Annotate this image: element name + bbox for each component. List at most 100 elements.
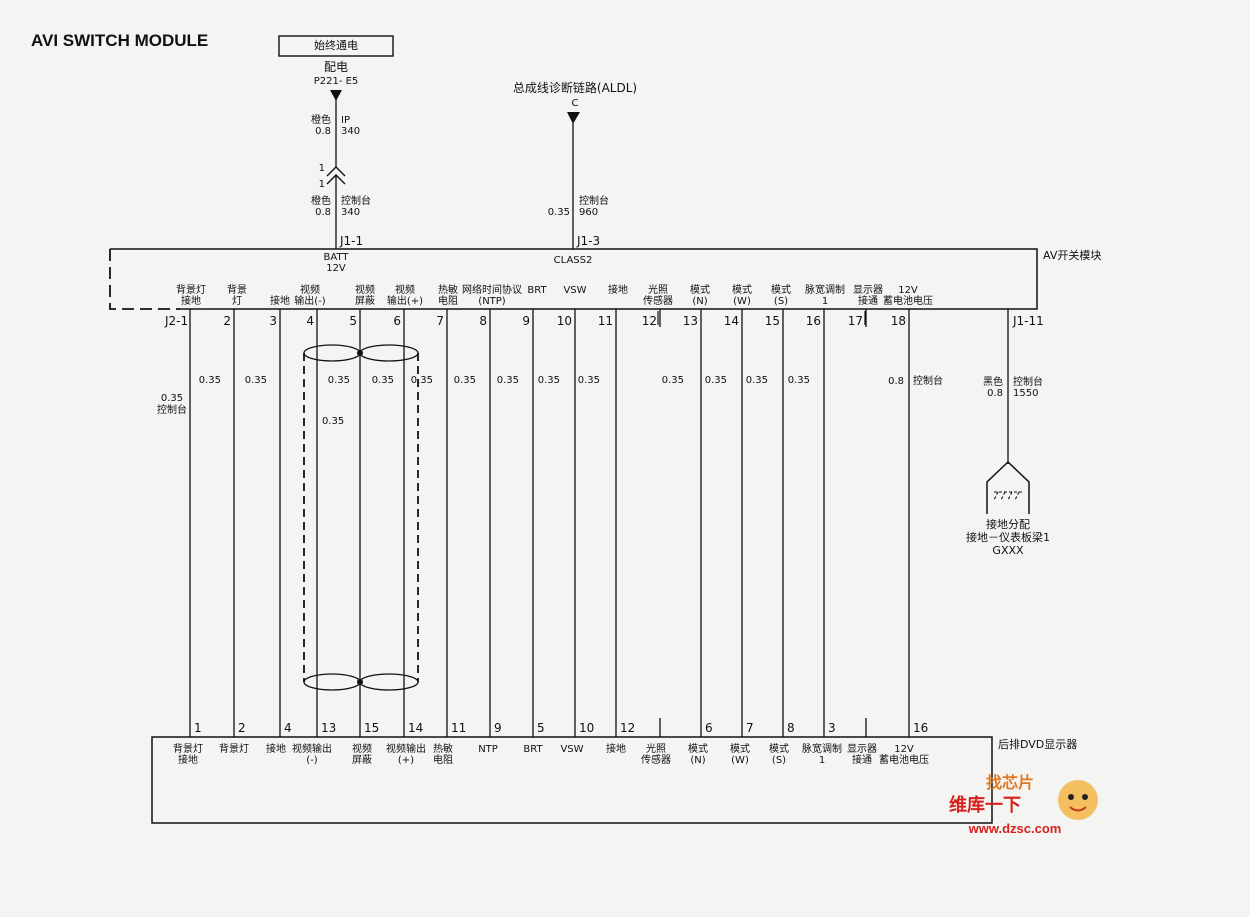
diagram-title: AVI SWITCH MODULE: [31, 31, 209, 50]
shield-top-right: [359, 344, 419, 362]
dvd-pin-sublabel-12: 传感器: [641, 755, 671, 766]
av-pin-number-2: 2: [223, 314, 231, 328]
av-pin-sublabel-16: 1: [821, 296, 829, 307]
wire-gauge-12: 0.35: [745, 375, 768, 386]
aldl-wire-gauge: 0.35: [547, 207, 570, 218]
class2-pin: J1-3: [577, 234, 601, 248]
dvd-pin-number-15: 8: [787, 721, 795, 735]
dvd-pin-label-3: 接地: [266, 744, 286, 755]
av-pin-sublabel-8: (NTP): [478, 296, 506, 307]
av-pin-number-11: 11: [597, 314, 613, 328]
power-source-box: [278, 35, 394, 57]
dvd-pin-sublabel-13: (N): [690, 755, 706, 766]
wire-gauge-4: 0.35: [371, 375, 394, 386]
av-pin-label-17: 显示器: [853, 285, 883, 296]
last-wire-location: 控制台: [913, 376, 943, 387]
shield-bottom-right: [359, 673, 419, 691]
dvd-pin-label-2: 背景灯: [219, 744, 249, 755]
dvd-pin-number-9: 5: [537, 721, 545, 735]
connector-bottom-pin: 1: [318, 179, 325, 190]
dvd-pin-sublabel-6: (+): [397, 755, 415, 766]
aldl-arrow: [567, 112, 580, 124]
av-pin-sublabel-12: 传感器: [643, 296, 673, 307]
wire-gauge-7: 0.35: [496, 375, 519, 386]
av-pin-label-1: 背景灯: [176, 285, 206, 296]
wire-gauge-8: 0.35: [537, 375, 560, 386]
av-pin-label-4: 视频: [300, 285, 320, 296]
dvd-pin-label-18: 12V: [894, 744, 914, 755]
av-pin-number-13: 13: [682, 314, 698, 328]
av-pin-number-8: 8: [479, 314, 487, 328]
ground-wire-circuit: 1550: [1013, 388, 1039, 399]
lower-wire-circuit: 340: [341, 207, 361, 218]
dvd-pin-number-6: 14: [408, 721, 424, 735]
dvd-pin-label-13: 模式: [688, 744, 708, 755]
lower-wire-color: 橙色: [311, 196, 331, 207]
first-wire-gauge: 0.35: [160, 393, 184, 404]
power-source-arrow: [330, 90, 342, 101]
dvd-pin-label-10: VSW: [560, 744, 584, 755]
dvd-pin-sublabel-1: 接地: [178, 755, 198, 766]
av-pin-number-7: 7: [436, 314, 444, 328]
aldl-wire-location: 控制台: [579, 196, 609, 207]
wire-gauge-3: 0.35: [327, 375, 350, 386]
dvd-pin-number-11: 12: [620, 721, 636, 735]
wire-gauge-10: 0.35: [661, 375, 684, 386]
av-pin-number-14: 14: [723, 314, 739, 328]
dvd-pin-label-15: 模式: [769, 744, 789, 755]
dvd-name: 后排DVD显示器: [998, 738, 1078, 751]
power-source-pin: P221- E5: [313, 76, 359, 87]
av-pin-number-10: 10: [556, 314, 572, 328]
av-pin-label-8: 网络时间协议: [462, 285, 522, 296]
wire-gauge-11: 0.35: [704, 375, 727, 386]
av-pin-number-17: 17: [847, 314, 863, 328]
dvd-pin-label-9: BRT: [523, 744, 543, 755]
dvd-pin-number-13: 6: [705, 721, 713, 735]
dvd-pin-label-6: 视频输出: [386, 744, 426, 755]
aldl-label: 总成线诊断链路(ALDL): [512, 81, 638, 95]
power-source-label: 配电: [323, 60, 349, 74]
wire-gauge-2: 0.35: [244, 375, 267, 386]
wire-layer: [189, 309, 910, 737]
av-pin-label-10: VSW: [563, 285, 587, 296]
watermark-line0: 找芯片: [985, 775, 1035, 792]
class2-label: CLASS2: [553, 255, 593, 266]
twisted-pair-gauge: 0.35: [322, 416, 345, 427]
ground-symbol: [986, 460, 1030, 514]
dvd-pin-label-7: 热敏: [433, 744, 453, 755]
av-pin-label-5: 视频: [355, 285, 375, 296]
av-module-box-dashed: [109, 249, 180, 310]
av-pin-number-16: 16: [805, 314, 821, 328]
dvd-pin-sublabel-17: 接通: [852, 755, 872, 766]
connector-top-pin: 1: [318, 163, 325, 174]
dvd-pin-sublabel-14: (W): [731, 755, 749, 766]
dvd-pin-label-4: 视频输出: [292, 744, 332, 755]
av-pin-number-5: 5: [349, 314, 357, 328]
power-box-label: 始终通电: [314, 39, 358, 52]
av-pin-sublabel-15: (S): [773, 296, 789, 307]
dvd-pin-number-14: 7: [746, 721, 754, 735]
dvd-pin-label-16: 脉宽调制: [802, 744, 842, 755]
dvd-pin-number-5: 15: [364, 721, 380, 735]
dvd-pin-label-11: 接地: [606, 744, 626, 755]
av-pin-label-14: 模式: [732, 285, 752, 296]
ground-wire-gauge: 0.8: [987, 388, 1003, 399]
av-pin-sublabel-6: 输出(+): [386, 296, 424, 307]
lower-wire-gauge: 0.8: [315, 207, 331, 218]
ground-symbol-inner: [993, 491, 1022, 501]
av-pin-label-2: 背景: [227, 285, 247, 296]
dvd-pin-number-8: 9: [494, 721, 502, 735]
dvd-pin-number-18: 16: [913, 721, 929, 735]
av-pin-sublabel-18: 蓄电池电压: [883, 296, 933, 307]
ground-pin: J1-11: [1013, 314, 1044, 328]
wire-gauge-6: 0.35: [453, 375, 476, 386]
av-module-name: AV开关模块: [1043, 249, 1102, 262]
aldl-wire-circuit: 960: [579, 207, 599, 218]
dvd-pin-sublabel-16: 1: [818, 755, 826, 766]
dvd-box: [151, 736, 993, 824]
wire-gauge-5: 0.35: [410, 375, 433, 386]
dvd-pin-label-1: 背景灯: [173, 744, 203, 755]
wire-gauge-9: 0.35: [577, 375, 600, 386]
